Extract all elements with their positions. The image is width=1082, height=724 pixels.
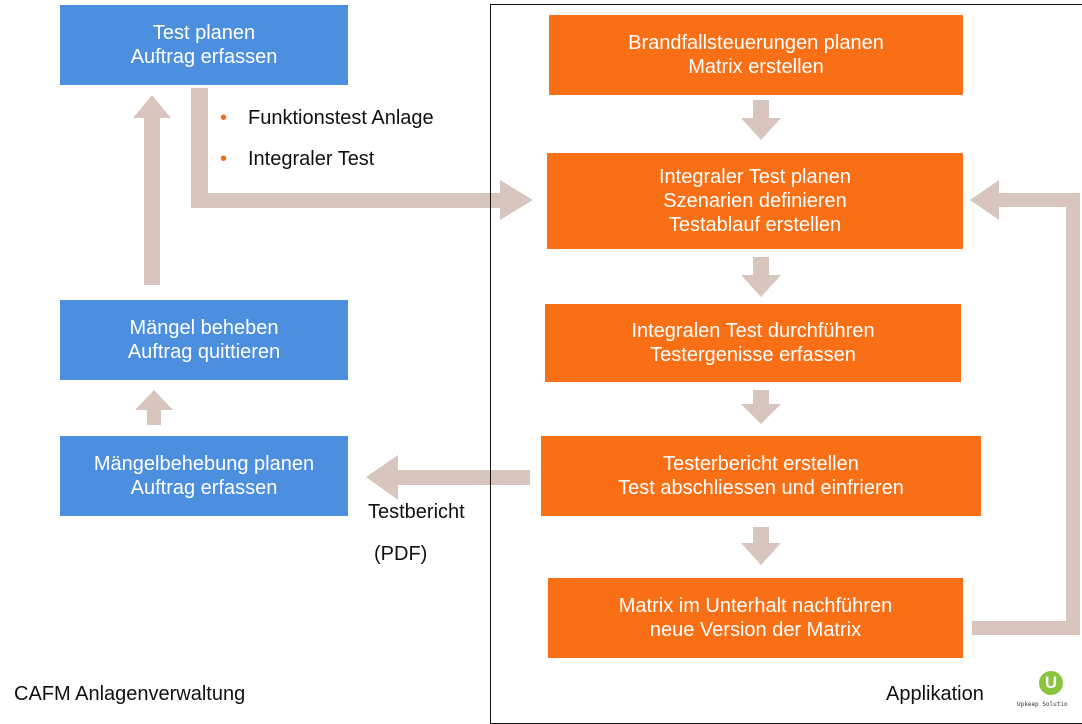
arrow-left-report <box>366 455 530 500</box>
report-label-line2: (PDF) <box>374 543 428 565</box>
upkeep-logo-icon: U <box>1039 671 1063 695</box>
bullet-icon: • <box>220 148 228 170</box>
arrow-up-maengelplanen-to-beheben <box>135 390 173 425</box>
test-type-label: Integraler Test <box>248 148 375 170</box>
arrow-up-maengel-to-testplanen <box>133 95 171 285</box>
test-type-item: • Funktionstest Anlage <box>220 98 434 139</box>
arrow-loop-step5-to-step2 <box>970 180 1080 635</box>
step-brandfallsteuerungen-box: Brandfallsteuerungen planen Matrix erste… <box>549 15 963 95</box>
step-integralen-test-durchfuehren-box: Integralen Test durchführen Testergeniss… <box>545 304 961 382</box>
report-label-line1: Testbericht <box>368 501 465 523</box>
step-line: Testerbericht erstellen <box>663 453 859 475</box>
maengelbehebung-planen-line2: Auftrag erfassen <box>130 477 278 499</box>
application-section-label: Applikation <box>886 683 984 705</box>
maengel-beheben-box: Mängel beheben Auftrag quittieren <box>60 300 348 380</box>
step-line: Integraler Test planen <box>659 166 851 188</box>
step-line: neue Version der Matrix <box>649 619 862 641</box>
arrow-down-step1-step2 <box>741 100 781 140</box>
test-planen-box: Test planen Auftrag erfassen <box>60 5 348 85</box>
cafm-section-label: CAFM Anlagenverwaltung <box>14 683 246 705</box>
test-type-label: Funktionstest Anlage <box>248 107 434 129</box>
arrow-down-step2-step3 <box>741 257 781 297</box>
step-line: Matrix erstellen <box>688 56 824 78</box>
logo-text: Upkeep Solutio <box>1017 701 1068 708</box>
step-line: Testergenisse erfassen <box>650 344 856 366</box>
maengelbehebung-planen-box: Mängelbehebung planen Auftrag erfassen <box>60 436 348 516</box>
arrow-down-step4-step5 <box>741 527 781 565</box>
step-line: Testablauf erstellen <box>668 214 842 236</box>
step-line: Szenarien definieren <box>663 190 847 212</box>
step-matrix-unterhalt-box: Matrix im Unterhalt nachführen neue Vers… <box>548 578 963 658</box>
test-type-item: • Integraler Test <box>220 139 434 180</box>
maengel-beheben-line1: Mängel beheben <box>129 317 279 339</box>
step-line: Test abschliessen und einfrieren <box>618 477 904 499</box>
maengel-beheben-line2: Auftrag quittieren <box>127 341 281 363</box>
test-types-list: • Funktionstest Anlage • Integraler Test <box>220 98 434 180</box>
arrow-down-step3-step4 <box>741 390 781 424</box>
arrow-testplanen-to-integraler-test <box>191 88 533 220</box>
test-planen-line2: Auftrag erfassen <box>130 46 278 68</box>
logo-letter: U <box>1044 673 1058 692</box>
flow-arrows <box>133 88 1080 635</box>
step-line: Matrix im Unterhalt nachführen <box>618 595 893 617</box>
step-integraler-test-planen-box: Integraler Test planen Szenarien definie… <box>547 153 963 249</box>
maengelbehebung-planen-line1: Mängelbehebung planen <box>93 453 315 475</box>
bullet-icon: • <box>220 107 228 129</box>
step-testerbericht-box: Testerbericht erstellen Test abschliesse… <box>541 436 981 516</box>
test-planen-line1: Test planen <box>152 22 256 44</box>
step-line: Integralen Test durchführen <box>631 320 875 342</box>
step-line: Brandfallsteuerungen planen <box>628 32 884 54</box>
